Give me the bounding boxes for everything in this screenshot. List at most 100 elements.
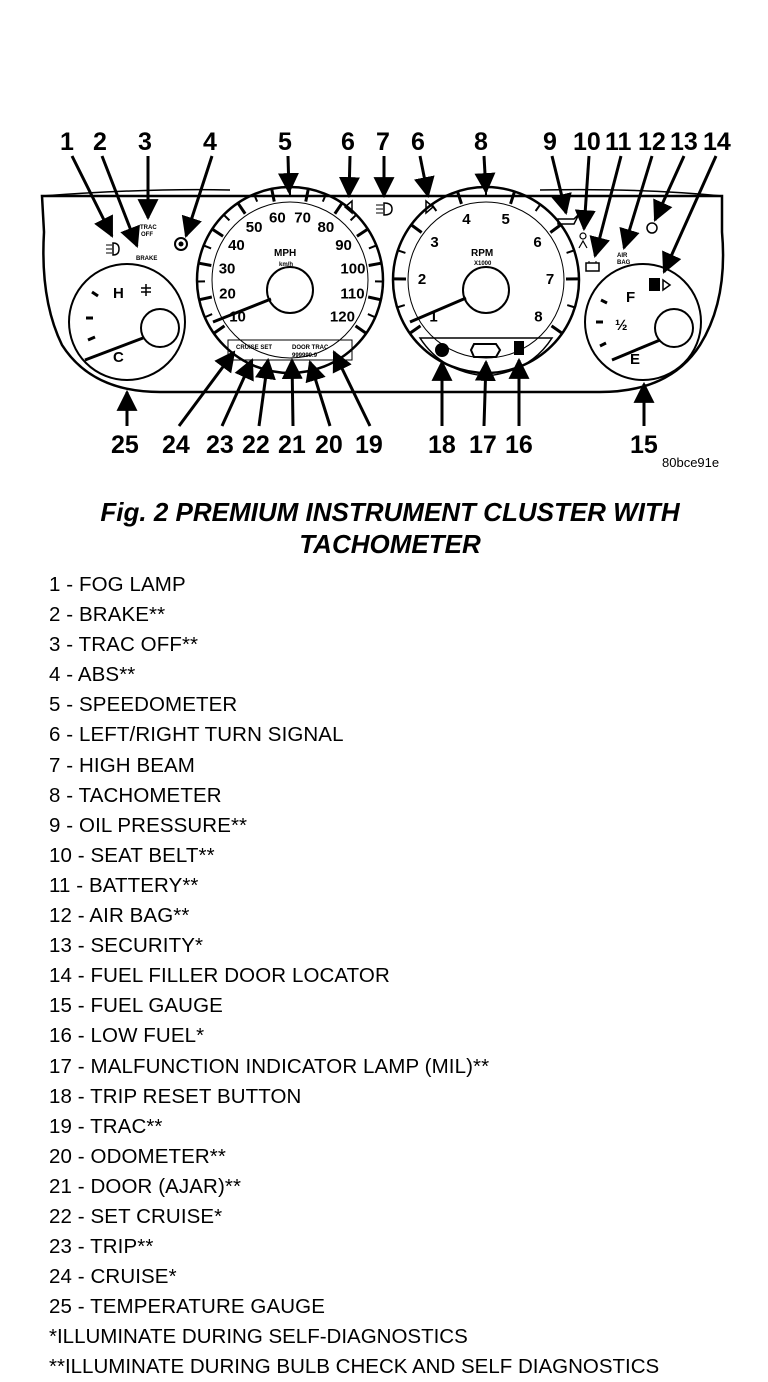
tach-tick	[411, 224, 423, 234]
callout-15: 15	[630, 431, 658, 459]
coolant-icon	[141, 284, 151, 296]
callout-1: 1	[60, 128, 74, 156]
tach-sub-unit: X1000	[474, 261, 492, 267]
callout-13: 13	[670, 128, 698, 156]
tach-tick	[397, 304, 406, 309]
legend-item: 25 - TEMPERATURE GAUGE	[49, 1295, 325, 1319]
bottom-callouts: 25 24 23 22 21 20 19 18 17 16 15	[111, 431, 658, 459]
speedo-numeral: 30	[219, 260, 236, 277]
speedo-tick	[205, 313, 213, 318]
trip-reset-button[interactable]	[435, 343, 449, 357]
tach-numeral: 1	[429, 309, 437, 326]
speedo-tick	[204, 244, 212, 250]
speedo-tick	[253, 194, 259, 202]
callout-17: 17	[469, 431, 497, 459]
speedo-numeral: 100	[340, 260, 365, 277]
air-bag-icon: AIR	[617, 253, 628, 259]
legend-item: 12 - AIR BAG**	[49, 904, 190, 928]
abs-icon	[174, 237, 188, 251]
speedo-tick	[333, 202, 343, 215]
speedo-tick	[321, 194, 327, 202]
callout-6-right: 6	[411, 128, 425, 156]
speedo-tick	[354, 324, 367, 334]
high-beam-icon	[376, 202, 393, 216]
legend-item: 19 - TRAC**	[49, 1114, 163, 1138]
tach-tick	[549, 224, 561, 234]
tach-unit: RPM	[471, 248, 493, 259]
callout-12: 12	[638, 128, 666, 156]
callout-19: 19	[355, 431, 383, 459]
cluster-housing	[40, 194, 725, 394]
seat-belt-icon	[578, 232, 588, 249]
legend-item: 7 - HIGH BEAM	[49, 753, 195, 777]
speedo-tick	[367, 313, 375, 318]
tach-tick	[456, 191, 463, 205]
callout-20: 20	[315, 431, 343, 459]
legend-item: 21 - DOOR (AJAR)**	[49, 1174, 242, 1198]
speedo-tick	[367, 295, 381, 302]
callout-23: 23	[206, 431, 234, 459]
odometer-readout: 999999.9	[292, 353, 318, 359]
engine-icon	[469, 343, 502, 358]
callout-5: 5	[278, 128, 292, 156]
legend-item: 15 - FUEL GAUGE	[49, 994, 223, 1018]
legend-item: 3 - TRAC OFF**	[49, 633, 199, 657]
fuel-half-label: ½	[615, 317, 628, 334]
tach-numeral: 7	[546, 271, 554, 288]
callout-25: 25	[111, 431, 139, 459]
note-bulb-check: **ILLUMINATE DURING BULB CHECK AND SELF …	[49, 1355, 660, 1378]
speedo-numeral: 110	[340, 286, 364, 303]
note-self-diagnostics: *ILLUMINATE DURING SELF-DIAGNOSTICS	[49, 1325, 468, 1348]
callout-11: 11	[605, 128, 632, 156]
speedo-tick	[356, 228, 368, 238]
legend-notes: *ILLUMINATE DURING SELF-DIAGNOSTICS **IL…	[49, 1322, 659, 1382]
callout-10: 10	[573, 128, 601, 156]
temp-hot-label: H	[113, 285, 124, 302]
legend-item: 17 - MALFUNCTION INDICATOR LAMP (MIL)**	[49, 1054, 490, 1078]
air-bag-icon-line2: BAG	[617, 260, 631, 266]
tach-numeral: 6	[533, 234, 541, 251]
speedo-tick	[223, 214, 231, 222]
tach-numeral: 2	[418, 271, 426, 288]
callout-18: 18	[428, 431, 456, 459]
oil-pressure-icon	[557, 213, 580, 225]
callout-9: 9	[543, 128, 557, 156]
speedo-tick	[237, 202, 247, 215]
callout-2: 2	[93, 128, 107, 156]
cluster-top-edge	[41, 188, 723, 197]
legend-item: 23 - TRIP**	[49, 1235, 154, 1259]
caption-line-1: Fig. 2 PREMIUM INSTRUMENT CLUSTER WITH	[100, 497, 680, 527]
tach-tick	[509, 191, 516, 205]
speedo-tick	[304, 189, 310, 202]
tach-tick	[566, 304, 575, 309]
security-icon	[646, 222, 658, 234]
fuel-door-icon	[649, 278, 672, 292]
speedo-numeral: 20	[219, 286, 236, 303]
tach-tick	[534, 204, 541, 212]
left-turn-icon	[343, 199, 353, 215]
callout-3: 3	[138, 128, 152, 156]
figure-code: 80bce91e	[662, 455, 720, 470]
speedo-tick	[199, 295, 213, 302]
speedo-numeral: 70	[294, 209, 311, 226]
trac-off-icon: TRAC	[140, 225, 157, 231]
callout-6-left: 6	[341, 128, 355, 156]
callout-8: 8	[474, 128, 488, 156]
figure-caption: Fig. 2 PREMIUM INSTRUMENT CLUSTER WITH T…	[40, 496, 740, 560]
legend-item: 13 - SECURITY*	[49, 934, 204, 958]
tach-tick	[550, 324, 563, 334]
legend-item: 1 - FOG LAMP	[49, 573, 186, 596]
speedo-unit: MPH	[274, 248, 296, 259]
callout-24: 24	[162, 431, 190, 459]
callout-7: 7	[376, 128, 390, 156]
callout-21: 21	[278, 431, 306, 459]
fog-lamp-icon	[106, 242, 120, 256]
fuel-pump-icon	[514, 341, 524, 355]
callout-14: 14	[703, 128, 731, 156]
legend-item: 20 - ODOMETER**	[49, 1144, 226, 1168]
legend-item: 5 - SPEEDOMETER	[49, 693, 238, 717]
speedo-numeral: 90	[335, 237, 352, 254]
legend-item: 11 - BATTERY**	[49, 873, 199, 897]
